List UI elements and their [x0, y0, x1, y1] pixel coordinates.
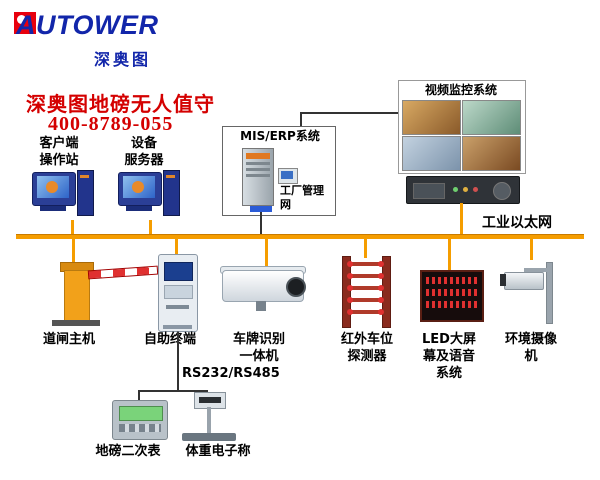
- infrared-detector-icon: [340, 256, 392, 328]
- detector-beam-icon: [347, 297, 384, 303]
- workstation1-bus-line: [71, 220, 74, 234]
- surveillance-thumbnail: [462, 100, 521, 135]
- scale-pole-icon: [207, 407, 211, 433]
- detector-beam-icon: [347, 261, 384, 267]
- environment-camera-icon: [500, 258, 564, 328]
- logo-brand: AUTOWER: [16, 10, 159, 40]
- server-line-icon: [246, 168, 270, 171]
- dvr-led-icon: [473, 187, 478, 192]
- pc-base-icon: [40, 206, 66, 211]
- weighbridge-indicator-icon: [112, 400, 168, 440]
- network-hub-icon: [250, 206, 272, 212]
- pc-monitor-icon: [32, 172, 76, 206]
- env-camera-drop-line: [530, 238, 533, 260]
- kiosk-slot-icon: [166, 305, 189, 309]
- server-line-icon: [246, 162, 270, 165]
- detector-beam-icon: [347, 285, 384, 291]
- device-server-label: 设备 服务器: [124, 136, 164, 168]
- detector-rail-icon: [342, 256, 351, 328]
- logo-mark-icon: [14, 12, 36, 34]
- camera-bracket-icon: [524, 268, 548, 272]
- dvr-recorder-icon: [406, 176, 520, 204]
- indicator-keys-icon: [119, 424, 161, 432]
- led-screen-icon: [420, 270, 484, 322]
- barrier-drop-line: [72, 238, 75, 266]
- led-label: LED大屏 幕及语音 系统: [422, 332, 476, 381]
- ethernet-bus-line: [16, 234, 584, 239]
- scale-platform-icon: [182, 433, 236, 441]
- barrier-gate-icon: [44, 258, 160, 330]
- pc-tower-icon: [163, 170, 180, 216]
- weighbridge-indicator-label: 地磅二次表: [95, 444, 161, 459]
- dvr-led-icon: [453, 187, 458, 192]
- kiosk-serial-line: [177, 332, 179, 392]
- dvr-bus-line: [460, 203, 463, 234]
- led-text-row-icon: [426, 301, 478, 308]
- dvr-led-icon: [463, 187, 468, 192]
- kiosk-keypad-icon: [164, 285, 193, 299]
- detector-beam-icon: [347, 273, 384, 279]
- barrier-label: 道闸主机: [42, 332, 95, 347]
- ethernet-bus-label: 工业以太网: [482, 215, 552, 231]
- mis-to-video-line-horizontal: [300, 112, 398, 114]
- factory-network-label: 工厂管理网: [280, 184, 324, 212]
- mis-to-bus-line: [260, 212, 262, 234]
- logo-dot-icon: [17, 15, 26, 24]
- plate-camera-icon: [220, 264, 316, 316]
- camera-body-icon: [504, 272, 544, 290]
- surveillance-thumbnail: [402, 136, 461, 171]
- kiosk-screen-icon: [164, 262, 193, 281]
- phone-number: 400-8789-055: [48, 113, 174, 135]
- mis-server-icon: [242, 148, 274, 206]
- client-workstation-icon: [32, 168, 96, 220]
- workstation2-bus-line: [149, 220, 152, 234]
- led-drop-line: [448, 238, 451, 272]
- kiosk-drop-line: [175, 238, 178, 256]
- pc-screen-icon: [37, 176, 69, 198]
- electronic-scale-label: 体重电子称: [185, 444, 251, 459]
- device-server-icon: [118, 168, 182, 220]
- infrared-label: 红外车位 探测器: [340, 332, 393, 364]
- mis-erp-label: MIS/ERP系统: [240, 129, 320, 143]
- server-slot-icon: [246, 153, 270, 159]
- pc-tower-icon: [77, 170, 94, 216]
- dvr-knob-icon: [493, 182, 511, 200]
- camera-lens-icon: [286, 277, 306, 297]
- env-camera-label: 环境摄像 机: [504, 332, 557, 364]
- plate-camera-drop-line: [265, 238, 268, 268]
- barrier-arm-icon: [87, 265, 159, 280]
- client-workstation-label: 客户端 操作站: [39, 136, 79, 168]
- indicator-display-icon: [119, 406, 163, 421]
- detector-beam-icon: [347, 309, 384, 315]
- camera-lens-icon: [500, 274, 506, 286]
- logo: AUTOWER 深奥图: [14, 8, 184, 70]
- video-surveillance-label: 视频监控系统: [424, 83, 497, 97]
- pc-monitor-icon: [118, 172, 162, 206]
- led-text-row-icon: [426, 277, 478, 284]
- pc-base-icon: [126, 206, 152, 211]
- meter-drop-line: [138, 390, 140, 402]
- surveillance-thumbnail: [462, 136, 521, 171]
- surveillance-thumbnail: [402, 100, 461, 135]
- server-line-icon: [246, 174, 270, 177]
- mis-monitor-icon: [278, 168, 298, 184]
- camera-mount-icon: [256, 301, 266, 311]
- page-title: 深奥图地磅无人值守: [26, 94, 215, 116]
- serial-branch-line: [138, 390, 208, 392]
- led-text-row-icon: [426, 289, 478, 296]
- barrier-post-icon: [64, 270, 90, 322]
- pc-screen-icon: [123, 176, 155, 198]
- kiosk-label: 自助终端: [143, 332, 196, 347]
- plate-camera-label: 车牌识别 一体机: [232, 332, 285, 364]
- logo-sub-name: 深奥图: [94, 50, 152, 69]
- kiosk-base-icon: [163, 325, 192, 329]
- serial-standard-label: RS232/RS485: [182, 366, 280, 381]
- barrier-base-icon: [52, 320, 100, 326]
- infrared-drop-line: [364, 238, 367, 258]
- kiosk-icon: [158, 254, 198, 332]
- dvr-panel-icon: [413, 183, 445, 199]
- camera-pole-icon: [546, 262, 553, 324]
- mis-to-video-line-vertical: [300, 112, 302, 126]
- detector-rail-icon: [382, 256, 391, 328]
